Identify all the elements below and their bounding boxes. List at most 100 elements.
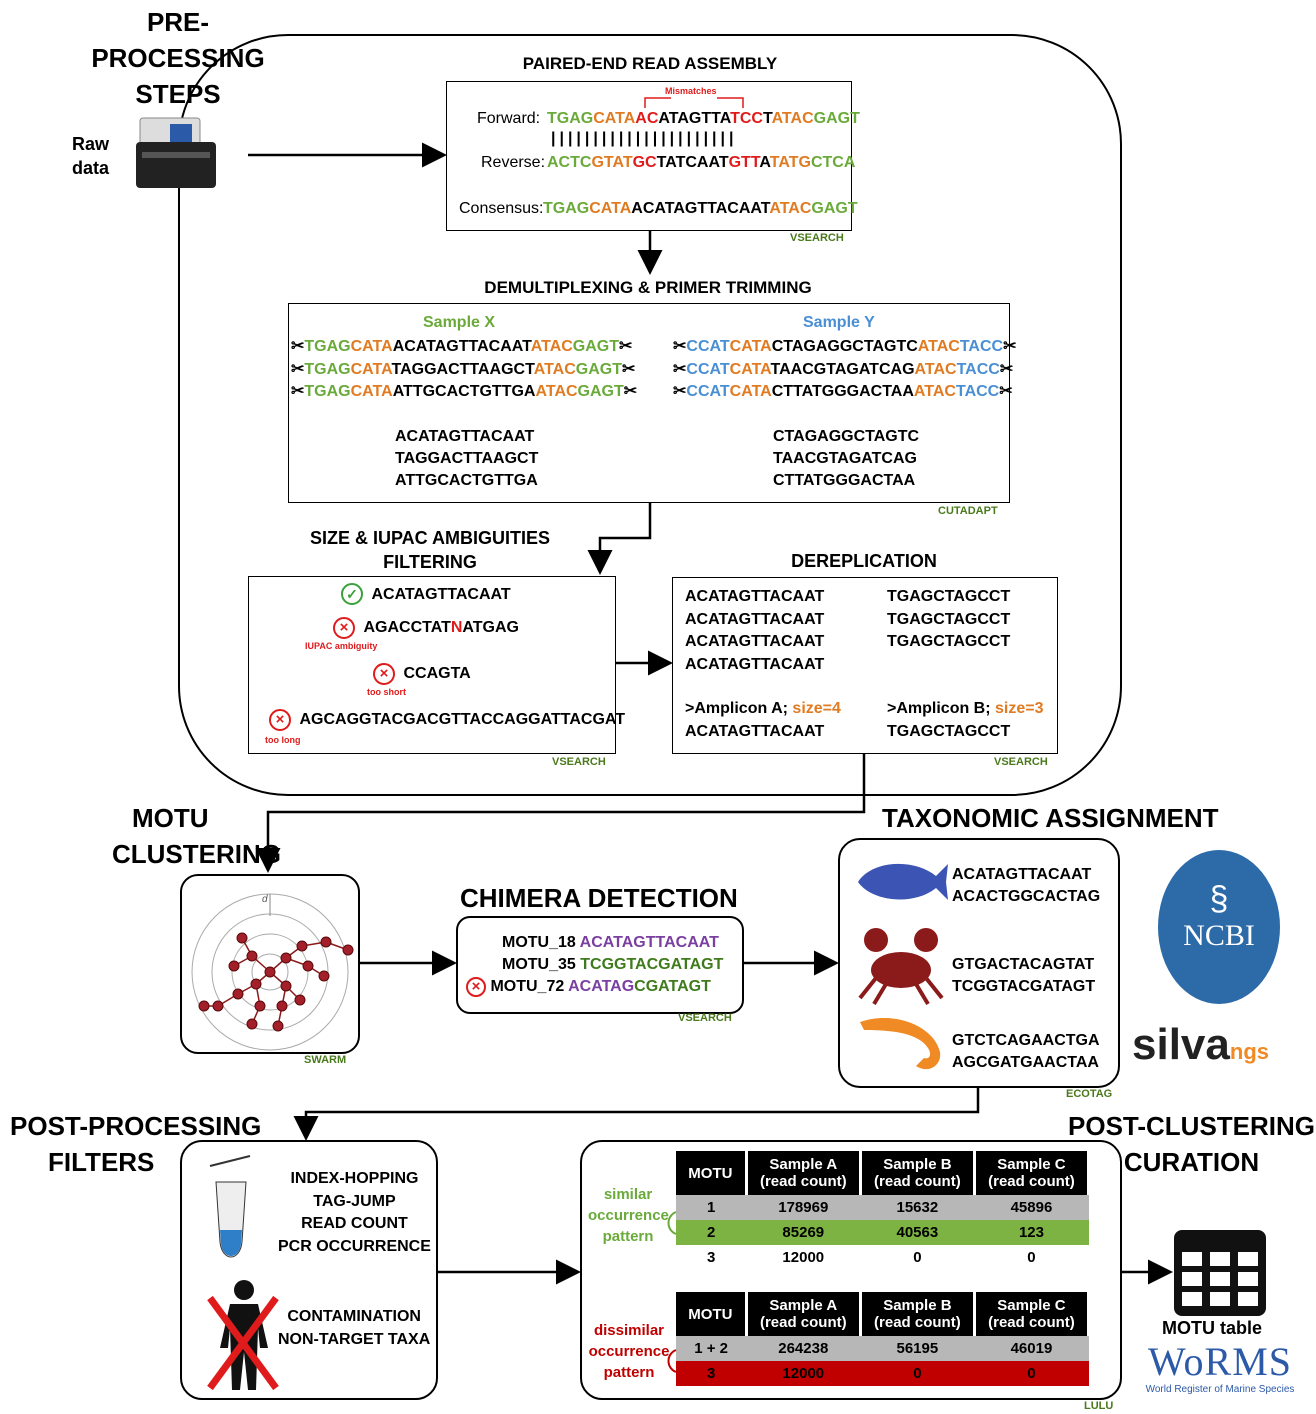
forward-segment: GAGT [813, 110, 860, 127]
tube-icon [209, 1155, 251, 1258]
consensus-segment: ATAC [769, 200, 812, 217]
paired-end-title: PAIRED-END READ ASSEMBLY [522, 54, 778, 73]
scissors-icon: ✂ [1003, 338, 1017, 355]
demux-read-segment: CATA [729, 360, 771, 378]
table-header: Sample A(read count) [746, 1151, 862, 1195]
table-cell: 0 [860, 1361, 975, 1386]
chimera-seq-segment: ACATAGTTACAAT [579, 934, 719, 951]
forward-segment: ATAGTTA [658, 110, 731, 127]
chimera-row: MOTU_35 TCGGTACGATAGT [466, 954, 723, 976]
shrimp-icon [860, 1017, 941, 1070]
swarm-d-label: d [262, 894, 268, 905]
table-icon [1172, 1228, 1268, 1323]
chimera-title: CHIMERA DETECTION [460, 883, 738, 913]
table-cell: 1 + 2 [676, 1336, 747, 1361]
paired-end-box: Mismatches Forward: TGAGCATAACATAGTTATCC… [446, 81, 860, 231]
forward-segment: ATAC [771, 110, 814, 127]
amplicon-b: >Amplicon B; size=3 TGAGCTAGCCT [887, 700, 1044, 740]
table-header: MOTU [676, 1292, 748, 1336]
sample-y-label: Sample Y [803, 314, 875, 331]
table-cell: 12000 [746, 1361, 861, 1386]
demux-read-segment: TACC [956, 360, 1000, 378]
table-cell: 3 [676, 1361, 747, 1386]
demux-read-segment: GAGT [572, 338, 620, 355]
ecotag-label: ECOTAG [1066, 1088, 1113, 1100]
demux-read-segment: TGAG [304, 383, 351, 400]
motu-id: MOTU_18 [502, 934, 580, 951]
table-cell: 123 [974, 1220, 1089, 1245]
filtering-box: ✓ ACATAGTTACAAT × AGACCTATNATGAG IUPAC a… [248, 576, 625, 754]
consensus-segment: GAGT [811, 200, 858, 217]
demux-read-segment: ATAC [917, 338, 960, 355]
taxonomic-title: TAXONOMIC ASSIGNMENT [882, 803, 1219, 833]
filter-short-row: × CCAGTA [373, 663, 471, 685]
amplicon-a: >Amplicon A; size=4 ACATAGTTACAAT [685, 700, 841, 740]
demux-read-segment: CCAT [686, 383, 730, 400]
dereplication-title: DEREPLICATION [791, 551, 937, 571]
demux-read-segment: TAGGACTTAAGCT [391, 360, 534, 378]
reverse-segment: CTCA [810, 154, 856, 171]
table-header: Sample C(read count) [974, 1292, 1091, 1336]
table-cell: 3 [706, 1249, 716, 1266]
vsearch-label-1: VSEARCH [790, 232, 844, 244]
mismatches-label: Mismatches [665, 86, 717, 96]
too-short-label: too short [367, 687, 406, 697]
table-cell: 0 [913, 1249, 922, 1266]
consensus-segment: TGAG [543, 200, 590, 217]
demux-read-segment: TGAG [304, 338, 351, 355]
swarm-network: d [191, 893, 354, 1051]
demux-read: ✂TGAGCATATAGGACTTAAGCTATACGAGT✂ [291, 359, 637, 382]
vsearch-label-2: VSEARCH [552, 756, 606, 768]
scissors-icon: ✂ [621, 360, 636, 378]
consensus-segment: ACATAGTTACAAT [631, 200, 770, 217]
match-bars: |||||||||||||||||||||| [551, 130, 738, 147]
demux-read-segment: CTTATGGGACTAA [771, 383, 914, 400]
filter-iupac-row: × AGACCTATNATGAG [333, 617, 519, 639]
sequencer-icon [132, 112, 218, 192]
fish-icon [858, 863, 948, 900]
demux-read-segment: ATAC [914, 360, 957, 378]
worms-logo: WoRMS World Register of Marine Species [1145, 1339, 1295, 1396]
reject-icon: × [269, 709, 291, 731]
demux-read-segment: CATA [729, 383, 772, 400]
consensus-segment: CATA [589, 200, 632, 217]
scissors-icon: ✂ [999, 360, 1014, 378]
too-long-label: too long [265, 735, 301, 745]
forward-label: Forward: [477, 110, 541, 127]
table-cell: 1 [676, 1195, 747, 1220]
demux-read: ✂CCATCATACTTATGGGACTAAATACTACC✂ [673, 381, 1017, 404]
demux-read-segment: TACC [955, 383, 1000, 400]
scissors-icon: ✂ [673, 383, 687, 400]
forward-seq: TGAGCATAACATAGTTATCCTATACGAGT [547, 110, 860, 128]
filter-long-row: × AGCAGGTACGACGTTACCAGGATTACGAT [269, 709, 625, 731]
demux-read-segment: GAGT [577, 383, 624, 400]
reverse-segment: TATG [769, 154, 811, 171]
table-cell: 2 [676, 1220, 747, 1245]
preprocessing-frame [178, 34, 1122, 796]
table-header: MOTU [676, 1151, 748, 1195]
check-icon: ✓ [341, 583, 363, 605]
demux-box: Sample X Sample Y ✂TGAGCATAACATAGTTACAAT… [288, 303, 1017, 503]
demux-read-segment: TACC [959, 338, 1004, 355]
sample-x-label: Sample X [423, 314, 496, 331]
chimera-seq-segment: ACATAG [568, 978, 635, 995]
reverse-segment: GTAT [591, 154, 633, 171]
swarm-label: SWARM [304, 1054, 347, 1066]
scissors-icon: ✂ [291, 338, 305, 355]
demux-read-segment: CCAT [686, 360, 730, 378]
forward-segment: TGAG [547, 110, 594, 127]
demux-read: ✂TGAGCATAACATAGTTACAATATACGAGT✂ [291, 336, 637, 359]
forward-segment: CATA [593, 110, 636, 127]
